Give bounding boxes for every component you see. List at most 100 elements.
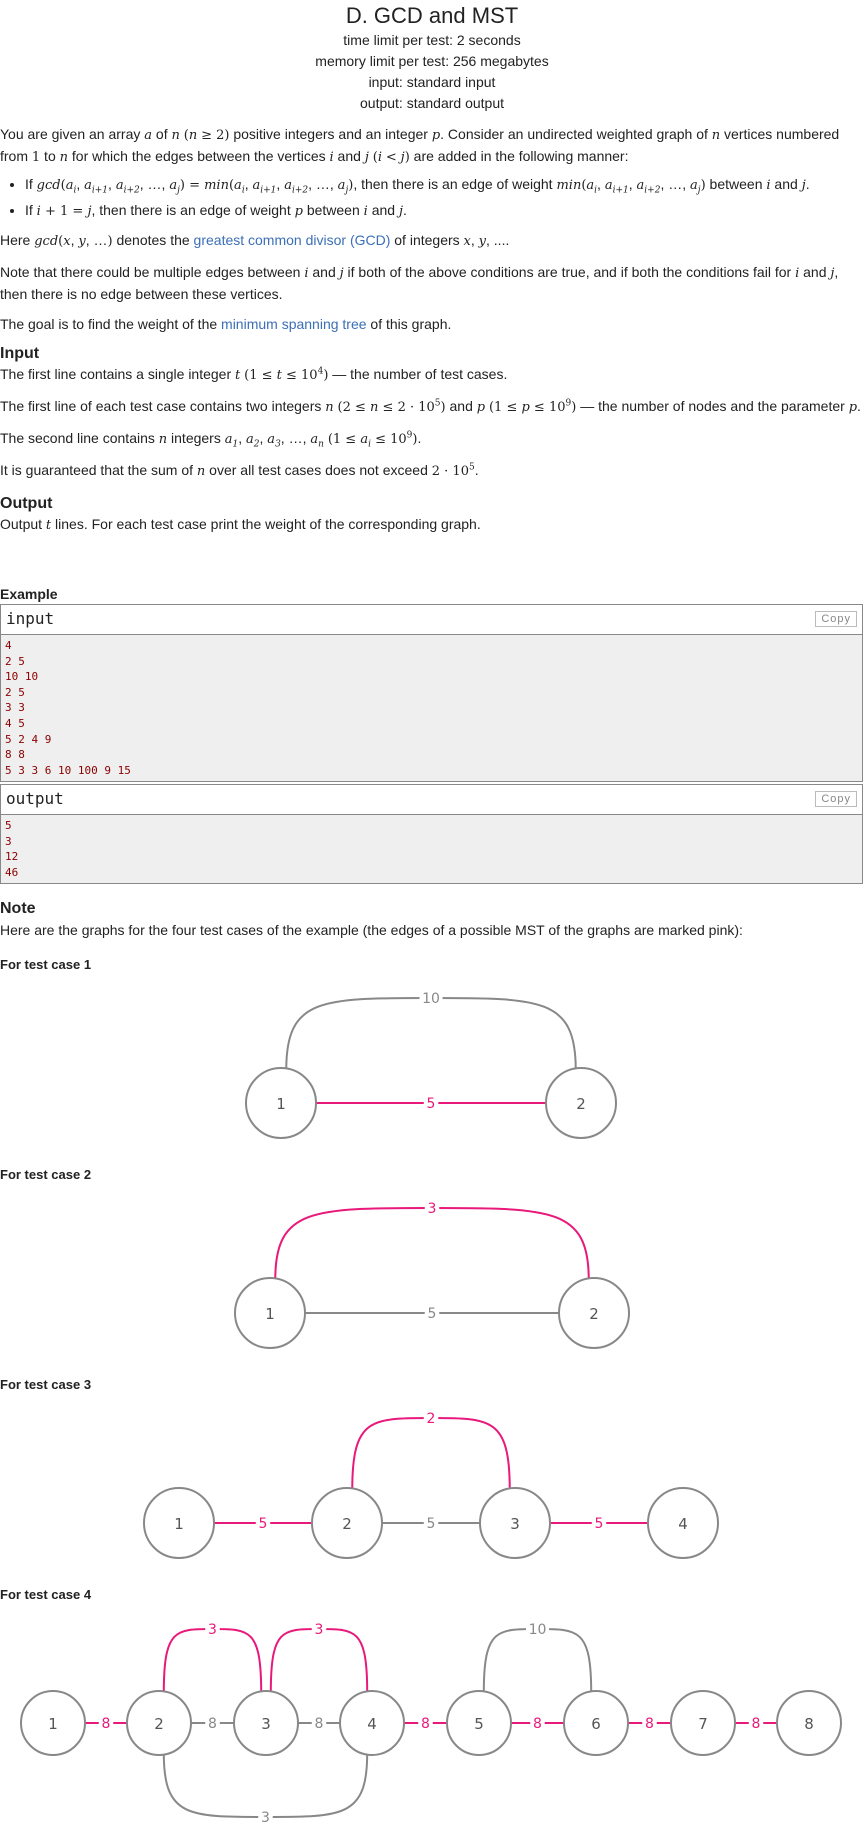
graph-3-heading: For test case 3	[0, 1377, 92, 1392]
graph-node-label: 2	[342, 1515, 352, 1533]
graph-node-label: 1	[48, 1715, 58, 1733]
label-background	[205, 1620, 220, 1638]
copy-input-button[interactable]: Copy	[815, 611, 857, 627]
graph-node-label: 4	[367, 1715, 377, 1733]
example-output-label: output	[6, 789, 64, 808]
label-background	[419, 989, 443, 1007]
output-line: 46	[5, 865, 19, 879]
input-line: 8 8	[5, 748, 25, 762]
note-text: Here are the graphs for the four test ca…	[0, 922, 743, 938]
graph-node	[776, 1690, 842, 1756]
rule-gcd: If gcd(ai, ai+1, ai+2, …, aj) = min(ai, …	[25, 172, 864, 198]
gcd-link[interactable]: greatest common divisor (GCD)	[193, 232, 391, 248]
edge-weight-label: 5	[259, 1516, 268, 1532]
input-line: 2 5	[5, 654, 25, 668]
graph-edge-arc	[274, 1207, 590, 1280]
label-background	[255, 1514, 271, 1532]
input-line-4: It is guaranteed that the sum of n over …	[0, 462, 479, 479]
graph-node	[311, 1487, 383, 1559]
copy-output-button[interactable]: Copy	[815, 791, 857, 807]
mst-link[interactable]: minimum spanning tree	[221, 316, 367, 332]
graph-node	[339, 1690, 405, 1756]
edge-weight-label: 3	[208, 1622, 217, 1638]
graph-node-label: 5	[474, 1715, 484, 1733]
graph-4-heading: For test case 4	[0, 1587, 92, 1602]
label-background	[423, 1514, 439, 1532]
problem-header: D. GCD and MST time limit per test: 2 se…	[0, 2, 864, 114]
label-background	[258, 1808, 273, 1825]
output-line: 3	[5, 834, 12, 848]
graph-node	[234, 1277, 306, 1349]
graph-edge-arc	[482, 1627, 593, 1693]
label-background	[642, 1714, 657, 1732]
legend-paragraph-1: You are given an array a of n (n ≥ 2) po…	[0, 126, 840, 165]
edge-weight-label: 8	[315, 1716, 324, 1732]
graph-node-label: 7	[698, 1715, 708, 1733]
note-title: Note	[0, 900, 36, 917]
label-background	[530, 1714, 545, 1732]
label-background	[423, 1094, 439, 1112]
problem-title: D. GCD and MST	[345, 3, 519, 28]
edge-weight-label: 10	[529, 1622, 547, 1638]
input-line: 5 2 4 9	[5, 732, 52, 746]
example-input-label: input	[6, 609, 55, 628]
graph-node-label: 1	[265, 1305, 275, 1323]
graph-node-label: 8	[804, 1715, 814, 1733]
graph-node	[479, 1487, 551, 1559]
input-section-title: Input	[0, 345, 40, 362]
input-line-2: The first line of each test case contain…	[0, 398, 861, 415]
edge-weight-label: 8	[645, 1716, 654, 1732]
graph-node-label: 2	[589, 1305, 599, 1323]
problem-page: D. GCD and MST time limit per test: 2 se…	[0, 0, 864, 536]
graph-node	[670, 1690, 736, 1756]
input-source: input: standard input	[368, 74, 496, 90]
example-output-header: output Copy	[1, 785, 862, 815]
label-background	[311, 1714, 327, 1732]
label-background	[418, 1714, 433, 1732]
graph-node-label: 1	[276, 1095, 286, 1113]
graph-node-label: 2	[154, 1715, 164, 1733]
edge-weight-label: 5	[427, 1516, 436, 1532]
edge-rules: If gcd(ai, ai+1, ai+2, …, aj) = min(ai, …	[0, 172, 864, 224]
output-specification: Output Output t lines. For each test cas…	[0, 494, 864, 536]
output-line: 5	[5, 819, 12, 832]
legend: You are given an array a of n (n ≥ 2) po…	[0, 124, 864, 334]
edge-weight-label: 10	[422, 991, 440, 1007]
graph-node-label: 1	[174, 1515, 184, 1533]
graph-node	[446, 1690, 512, 1756]
label-background	[423, 1409, 439, 1427]
graph-node	[126, 1690, 192, 1756]
legend-paragraph-4: The goal is to find the weight of the mi…	[0, 316, 452, 332]
graph-node-label: 3	[510, 1515, 520, 1533]
graph-node	[20, 1690, 86, 1756]
edge-weight-label: 8	[752, 1716, 761, 1732]
edge-weight-label: 3	[261, 1810, 270, 1825]
graph-edge-arc	[162, 1627, 263, 1693]
output-source: output: standard output	[360, 95, 504, 111]
legend-paragraph-3: Note that there could be multiple edges …	[0, 264, 839, 302]
label-background	[591, 1514, 607, 1532]
input-line: 3 3	[5, 701, 25, 715]
graph-node	[647, 1487, 719, 1559]
label-background	[526, 1620, 549, 1638]
edge-weight-label: 8	[421, 1716, 430, 1732]
example-title: Example	[0, 586, 58, 602]
label-background	[311, 1620, 327, 1638]
input-specification: Input The first line contains a single i…	[0, 344, 864, 482]
label-background	[98, 1714, 114, 1732]
graph-node-label: 3	[261, 1715, 271, 1733]
example-input-header: input Copy	[1, 605, 862, 635]
graph-edge-arc	[285, 997, 577, 1070]
graph-node	[558, 1277, 630, 1349]
edge-weight-label: 8	[208, 1716, 217, 1732]
input-line: 5 3 3 6 10 100 9 15	[5, 763, 131, 777]
graph-node	[545, 1067, 617, 1139]
edge-weight-label: 5	[595, 1516, 604, 1532]
graph-edge-arc	[269, 1627, 369, 1693]
